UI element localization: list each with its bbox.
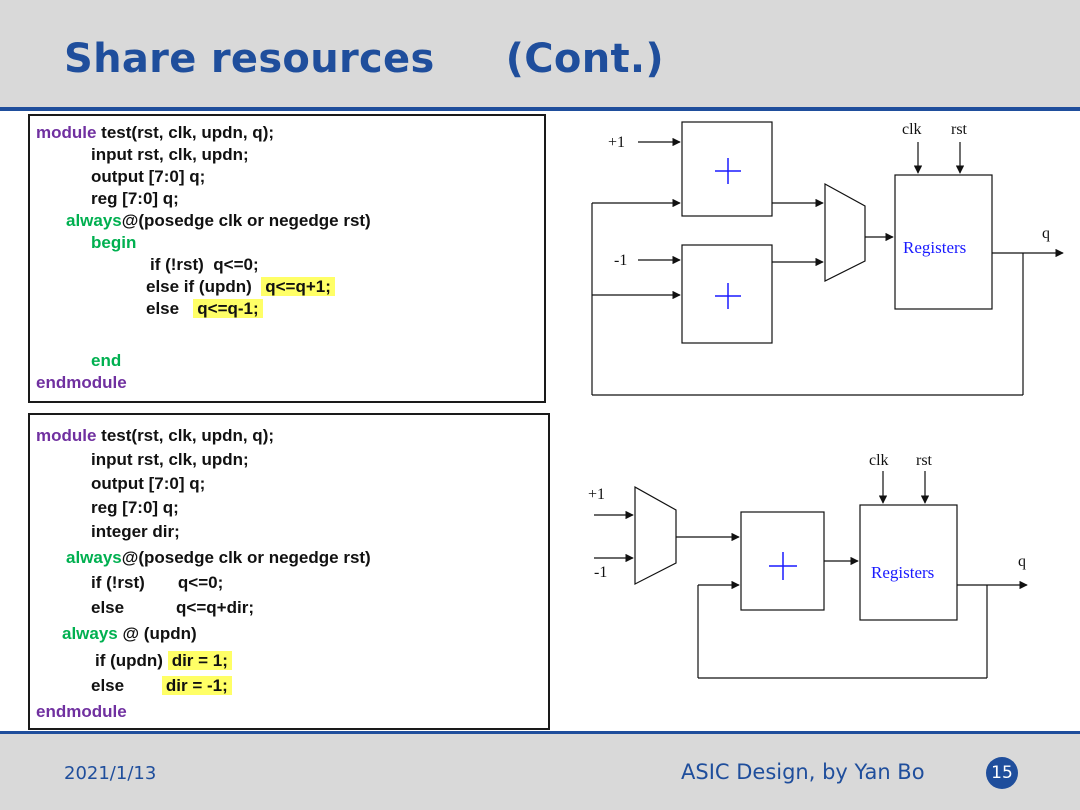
code2-line-9: always @ (updn) (62, 624, 197, 643)
d2-q-label: q (1018, 553, 1026, 570)
page-number-badge: 15 (986, 757, 1018, 789)
highlight-decrement: q<=q-1; (193, 299, 263, 318)
code2-line-3: output [7:0] q; (91, 474, 206, 493)
d2-rst-label: rst (916, 452, 933, 469)
d1-plus-one-label: +1 (608, 134, 625, 151)
d1-q-label: q (1042, 225, 1050, 242)
code1-line-1: module test(rst, clk, updn, q); (36, 123, 275, 142)
highlight-increment: q<=q+1; (261, 277, 335, 296)
code1-line-3: output [7:0] q; (91, 167, 206, 186)
header-divider (0, 107, 1080, 111)
code1-line-9: else q<=q-1; (146, 298, 263, 320)
d2-clk-label: clk (869, 452, 889, 469)
code1-line-6: begin (91, 233, 137, 252)
code2-line-4: reg [7:0] q; (91, 498, 179, 517)
d2-registers-label: Registers (871, 563, 934, 582)
code-block-1 (28, 114, 546, 403)
slide-title: Share resources (Cont.) (64, 36, 664, 82)
highlight-dir-up: dir = 1; (167, 651, 232, 670)
code2-line-12: endmodule (36, 702, 127, 721)
code2-line-2: input rst, clk, updn; (91, 450, 249, 469)
keyword-always: always (66, 211, 122, 230)
code1-line-7: if (!rst) q<=0; (150, 255, 259, 274)
code-block-2 (28, 413, 550, 730)
code2-line-7: if (!rst) q<=0; (91, 573, 224, 592)
d1-registers-label: Registers (903, 238, 966, 257)
mux-1 (824, 182, 866, 282)
code1-line-8: else if (updn) q<=q+1; (146, 276, 335, 298)
adder-plus-icon-2 (769, 552, 797, 580)
keyword-always: always (66, 548, 122, 567)
keyword-module: module (36, 426, 97, 445)
adder-box-bottom (681, 244, 773, 344)
register-box-2 (859, 504, 958, 621)
code1-line-10: end (91, 351, 122, 370)
footer-divider (0, 731, 1080, 734)
mux-2 (634, 485, 677, 585)
code2-line-10: if (updn) dir = 1; (95, 650, 232, 672)
keyword-always: always (62, 624, 118, 643)
d2-plus-one-label: +1 (588, 486, 605, 503)
adder-plus-icons-1 (715, 158, 741, 309)
diagram-2 (594, 471, 1028, 679)
code1-line-2: input rst, clk, updn; (91, 145, 249, 164)
slide-footer (0, 732, 1080, 810)
footer-date: 2021/1/13 (64, 763, 157, 784)
d2-minus-one-label: -1 (594, 564, 607, 581)
register-box-1 (894, 174, 993, 310)
code2-line-1: module test(rst, clk, updn, q); (36, 426, 275, 445)
adder-box-top (681, 121, 773, 217)
diagram-1 (591, 121, 1064, 396)
footer-author: ASIC Design, by Yan Bo (681, 760, 925, 784)
code1-line-11: endmodule (36, 373, 127, 392)
code2-line-6: always@(posedge clk or negedge rst) (66, 548, 371, 567)
code1-line-4: reg [7:0] q; (91, 189, 179, 208)
code1-line-5: always@(posedge clk or negedge rst) (66, 211, 371, 230)
d1-rst-label: rst (951, 121, 968, 138)
code2-line-11: else dir = -1; (91, 675, 232, 697)
d1-clk-label: clk (902, 121, 922, 138)
slide-header (0, 0, 1080, 107)
d1-minus-one-label: -1 (614, 252, 627, 269)
code2-line-5: integer dir; (91, 522, 180, 541)
highlight-dir-down: dir = -1; (161, 676, 232, 695)
code2-line-8: else q<=q+dir; (91, 598, 254, 617)
keyword-module: module (36, 123, 97, 142)
